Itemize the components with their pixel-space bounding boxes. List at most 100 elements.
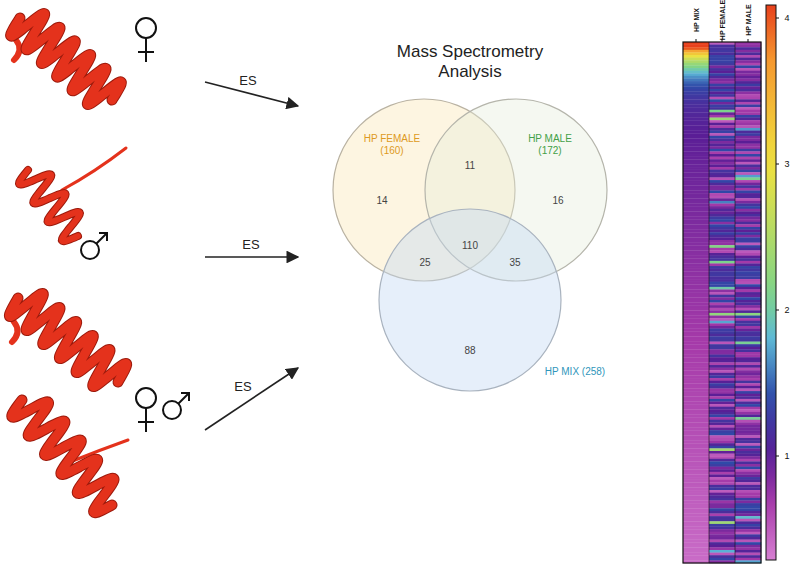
heatmap-cell — [709, 316, 735, 319]
heatmap-cell — [709, 357, 735, 360]
heatmap-cell — [683, 480, 709, 483]
heatmap-cell — [709, 222, 735, 225]
heatmap-cell — [709, 409, 735, 412]
heatmap-cell — [709, 190, 735, 193]
heatmap-cell — [735, 269, 761, 272]
heatmap-cell — [683, 274, 709, 277]
heatmap-cell — [683, 370, 709, 373]
heatmap-cell — [709, 167, 735, 170]
heatmap-cell — [709, 352, 735, 355]
heatmap-cell — [683, 170, 709, 173]
heatmap-cell — [683, 289, 709, 292]
heatmap-cell — [735, 310, 761, 313]
heatmap-cell — [735, 188, 761, 191]
heatmap-cell — [735, 305, 761, 308]
heatmap-cell — [709, 303, 735, 306]
heatmap-cell — [709, 342, 735, 345]
heatmap-cell — [683, 115, 709, 118]
heatmap-cell — [709, 355, 735, 358]
column-header: HP FEMALE — [719, 0, 726, 40]
heatmap-cell — [709, 404, 735, 407]
heatmap-cell — [735, 511, 761, 514]
heatmap-cell — [683, 65, 709, 68]
heatmap-cell — [735, 412, 761, 415]
heatmap-cell — [735, 349, 761, 352]
heatmap-cell — [709, 305, 735, 308]
heatmap-cell — [709, 47, 735, 50]
heatmap-cell — [735, 375, 761, 378]
heatmap-cell — [735, 136, 761, 139]
heatmap-cell — [683, 78, 709, 81]
heatmap-cell — [709, 170, 735, 173]
heatmap-cell — [683, 485, 709, 488]
worm-body — [12, 400, 114, 513]
circle-outline — [378, 208, 562, 392]
heatmap-cell — [709, 472, 735, 475]
heatmap-cell — [709, 370, 735, 373]
heatmap-cell — [683, 388, 709, 391]
heatmap-cell — [709, 420, 735, 423]
heatmap-cell — [735, 256, 761, 259]
heatmap-cell — [735, 435, 761, 438]
column-header: HP MALE — [745, 4, 752, 35]
heatmap-cell — [735, 365, 761, 368]
heatmap-cell — [709, 394, 735, 397]
heatmap-cell — [735, 81, 761, 84]
heatmap-cell — [735, 60, 761, 63]
heatmap-cell — [683, 313, 709, 316]
heatmap-cell — [709, 461, 735, 464]
heatmap-cell — [709, 365, 735, 368]
heatmap-cell — [735, 279, 761, 282]
heatmap-cell — [735, 500, 761, 503]
worm-tail — [62, 148, 126, 190]
heatmap-cell — [709, 97, 735, 100]
heatmap-cell — [735, 190, 761, 193]
heatmap-cell — [735, 138, 761, 141]
heatmap-cell — [683, 477, 709, 480]
heatmap-cell — [709, 550, 735, 553]
heatmap-cell — [683, 188, 709, 191]
heatmap-cell — [735, 263, 761, 266]
heatmap-cell — [683, 269, 709, 272]
heatmap-cell — [735, 274, 761, 277]
heatmap-cell — [683, 71, 709, 74]
heatmap-cell — [709, 146, 735, 149]
heatmap-cell — [709, 527, 735, 530]
heatmap-cell — [735, 253, 761, 256]
heatmap-cell — [683, 206, 709, 209]
heatmap-cell — [709, 65, 735, 68]
heatmap-cell — [735, 409, 761, 412]
heatmap-cell — [683, 409, 709, 412]
heatmap-cell — [709, 464, 735, 467]
heatmap-cell — [683, 441, 709, 444]
region-count: 25 — [419, 257, 430, 268]
heatmap-cell — [709, 381, 735, 384]
heatmap-cell — [683, 446, 709, 449]
heatmap-cell — [735, 266, 761, 269]
heatmap-cell — [735, 508, 761, 511]
heatmap-cell — [709, 383, 735, 386]
heatmap-cell — [735, 91, 761, 94]
heatmap-cell — [735, 540, 761, 543]
heatmap-cell — [709, 331, 735, 334]
heatmap-cell — [735, 316, 761, 319]
heatmap-cell — [709, 198, 735, 201]
heatmap-cell — [735, 71, 761, 74]
heatmap-cell — [735, 151, 761, 154]
heatmap-cell — [709, 534, 735, 537]
heatmap-cell — [735, 261, 761, 264]
heatmap-cell — [683, 394, 709, 397]
heatmap-cell — [683, 417, 709, 420]
heatmap-cell — [709, 175, 735, 178]
heatmap-cell — [683, 235, 709, 238]
heatmap-cell — [683, 435, 709, 438]
heatmap-cell — [709, 282, 735, 285]
heatmap-cell — [735, 258, 761, 261]
heatmap-cell — [709, 240, 735, 243]
heatmap-cell — [683, 459, 709, 462]
heatmap-cell — [735, 326, 761, 329]
heatmap-cell — [735, 480, 761, 483]
heatmap-cell — [683, 94, 709, 97]
heatmap-cell — [709, 547, 735, 550]
heatmap-cell — [709, 344, 735, 347]
